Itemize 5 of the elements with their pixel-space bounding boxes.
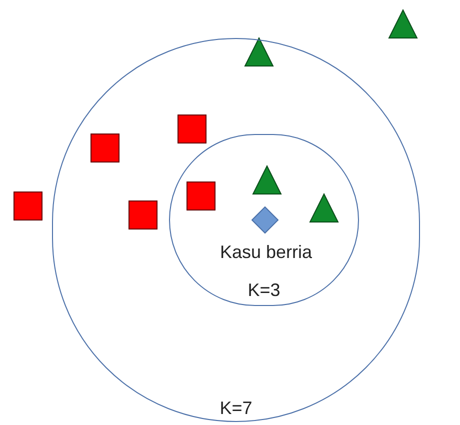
k-value-label: K=3 (248, 281, 280, 299)
circle-boundary (169, 134, 359, 306)
k-value-label: K=7 (220, 399, 252, 417)
new-case-label: Kasu berria (220, 243, 312, 261)
circle-boundary (52, 38, 420, 422)
